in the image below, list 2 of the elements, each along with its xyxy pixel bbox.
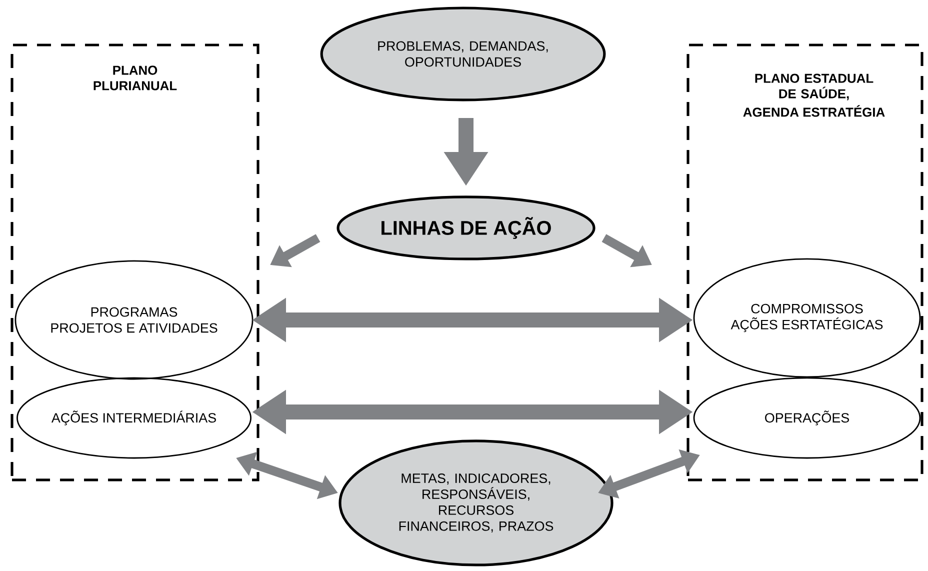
frame-heading: PLANO ESTADUAL DE SAÚDE, AGENDA ESTRATÉGIA: [743, 74, 885, 117]
frame-heading: PLANO PLURIANUAL: [94, 66, 177, 90]
